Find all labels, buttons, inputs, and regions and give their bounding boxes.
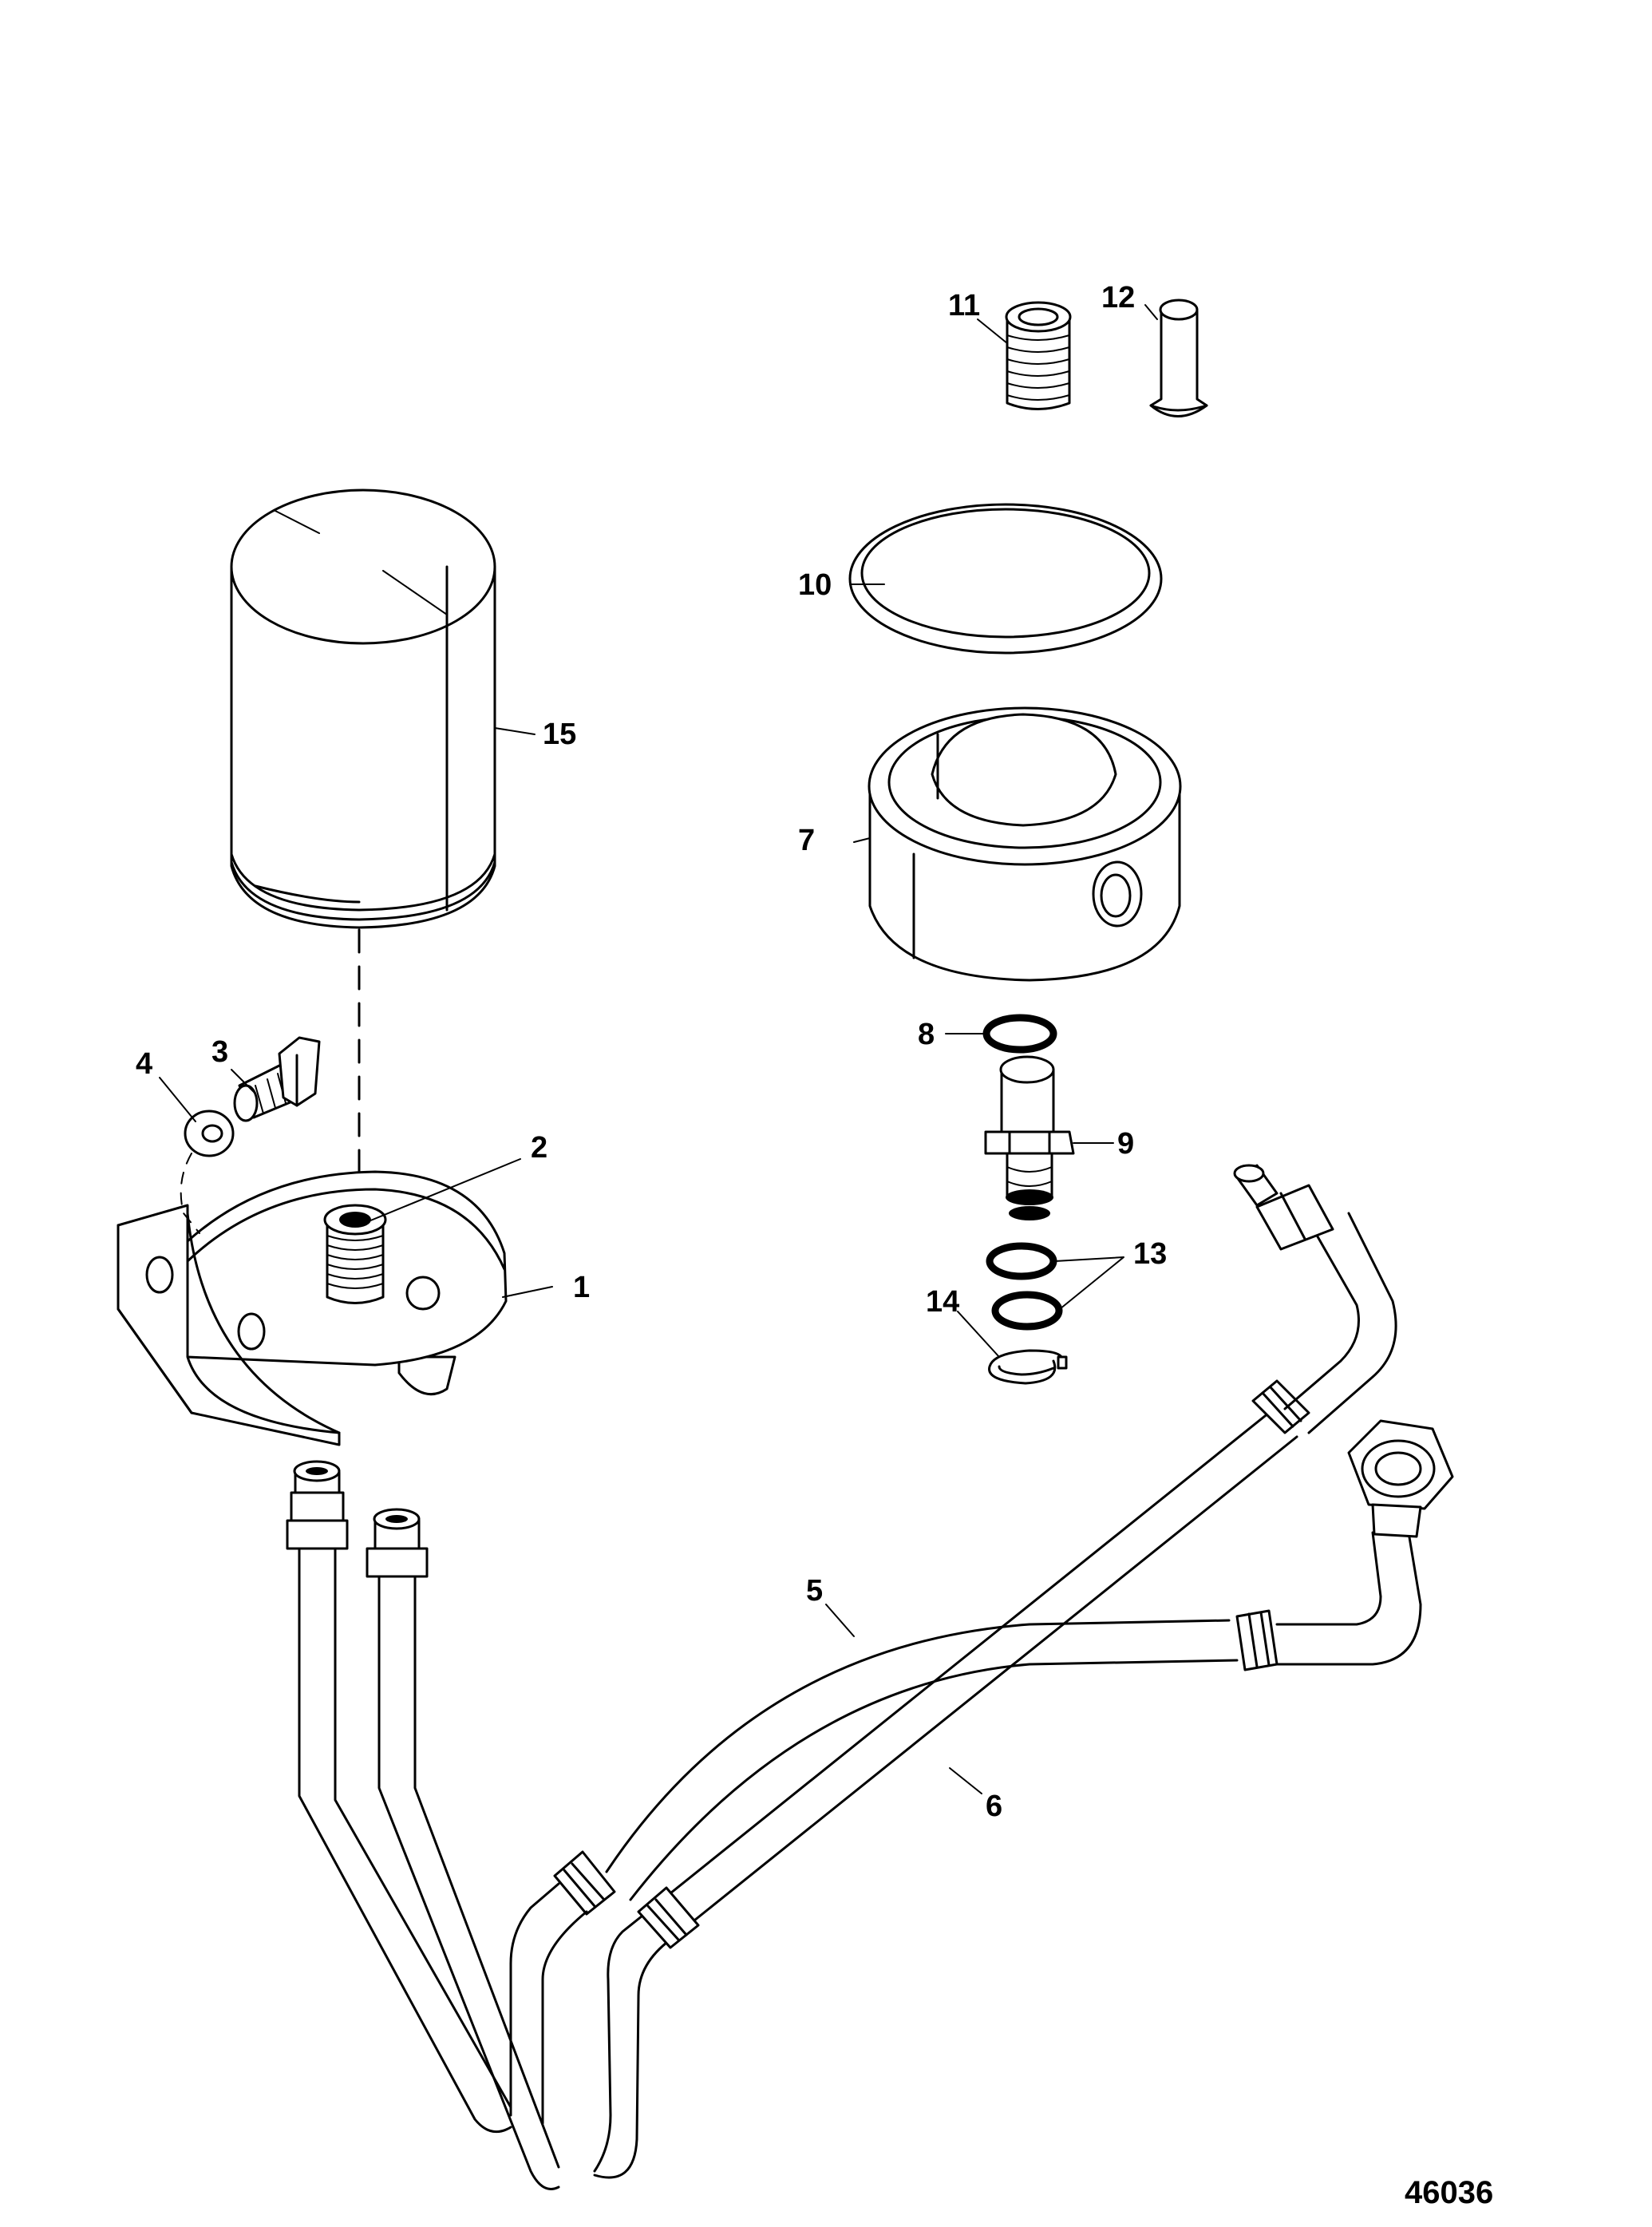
callout-1: 1 xyxy=(573,1271,590,1304)
callout-labels: 1 2 3 4 5 6 7 8 9 10 11 12 13 14 15 xyxy=(136,281,1167,1823)
washer xyxy=(184,1110,235,1157)
hex-bolt xyxy=(233,1036,321,1122)
callout-6: 6 xyxy=(986,1790,1002,1823)
filter-adapter xyxy=(867,706,1182,982)
washer-dashed-line xyxy=(180,1153,200,1234)
callout-12: 12 xyxy=(1101,281,1135,314)
valve-fitting xyxy=(984,1055,1075,1220)
callout-7: 7 xyxy=(798,824,815,857)
callout-4: 4 xyxy=(136,1047,152,1081)
oil-filter xyxy=(230,489,496,929)
callout-8: 8 xyxy=(918,1018,935,1051)
hose-assembly-5 xyxy=(286,1419,1454,2134)
filter-base-bracket xyxy=(117,1170,508,1446)
o-ring-13a xyxy=(986,1242,1057,1280)
o-ring-top xyxy=(982,1014,1057,1054)
callout-10: 10 xyxy=(798,568,832,602)
callout-13: 13 xyxy=(1133,1237,1167,1271)
threaded-nipple xyxy=(323,1204,387,1304)
tube-sleeve xyxy=(1149,299,1208,417)
sealing-ring xyxy=(848,503,1163,655)
threaded-fitting xyxy=(1005,301,1072,410)
callout-2: 2 xyxy=(531,1131,547,1165)
hose-assembly-6 xyxy=(366,1164,1397,2190)
callout-15: 15 xyxy=(543,718,576,751)
callout-11: 11 xyxy=(948,289,980,322)
o-ring-13b xyxy=(991,1291,1063,1331)
retaining-ring xyxy=(988,1349,1068,1385)
figure-number: 46036 xyxy=(1405,2175,1493,2210)
callout-14: 14 xyxy=(926,1285,959,1319)
callout-5: 5 xyxy=(806,1574,823,1608)
callout-3: 3 xyxy=(211,1035,228,1069)
callout-9: 9 xyxy=(1117,1127,1134,1161)
leader-lines xyxy=(159,304,1158,1794)
